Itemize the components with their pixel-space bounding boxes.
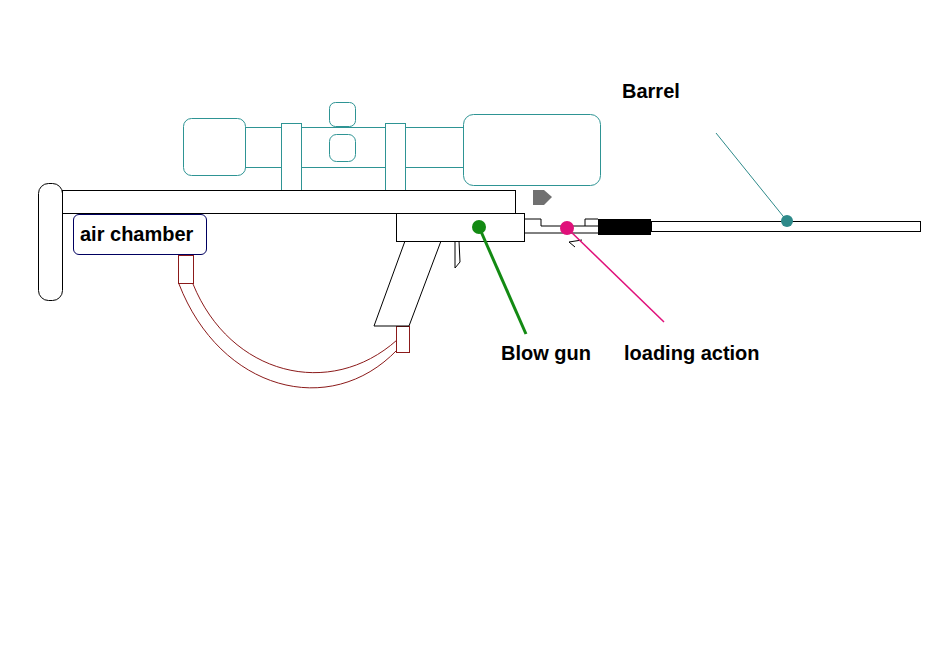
trigger — [455, 241, 460, 268]
part-name: air chamber — [80, 223, 193, 246]
leader-line — [479, 227, 526, 334]
receiver — [397, 214, 525, 242]
pistol-grip — [374, 241, 441, 326]
leader-line — [716, 133, 787, 221]
part-label: loading action — [622, 342, 762, 365]
barrel-collar — [598, 219, 651, 235]
callout-dot — [560, 221, 574, 235]
loading-action — [524, 219, 598, 247]
callout-dot — [472, 220, 486, 234]
part-label: Blow gun — [499, 342, 593, 365]
butt-plate — [39, 184, 63, 301]
air-hose — [179, 256, 410, 388]
component-box: air chamber — [73, 214, 207, 255]
scope — [184, 103, 601, 191]
stock-body — [63, 191, 516, 214]
leader-line — [567, 228, 664, 322]
callout-dot — [781, 215, 793, 227]
part-label: Barrel — [620, 80, 682, 103]
bullet — [533, 190, 552, 205]
